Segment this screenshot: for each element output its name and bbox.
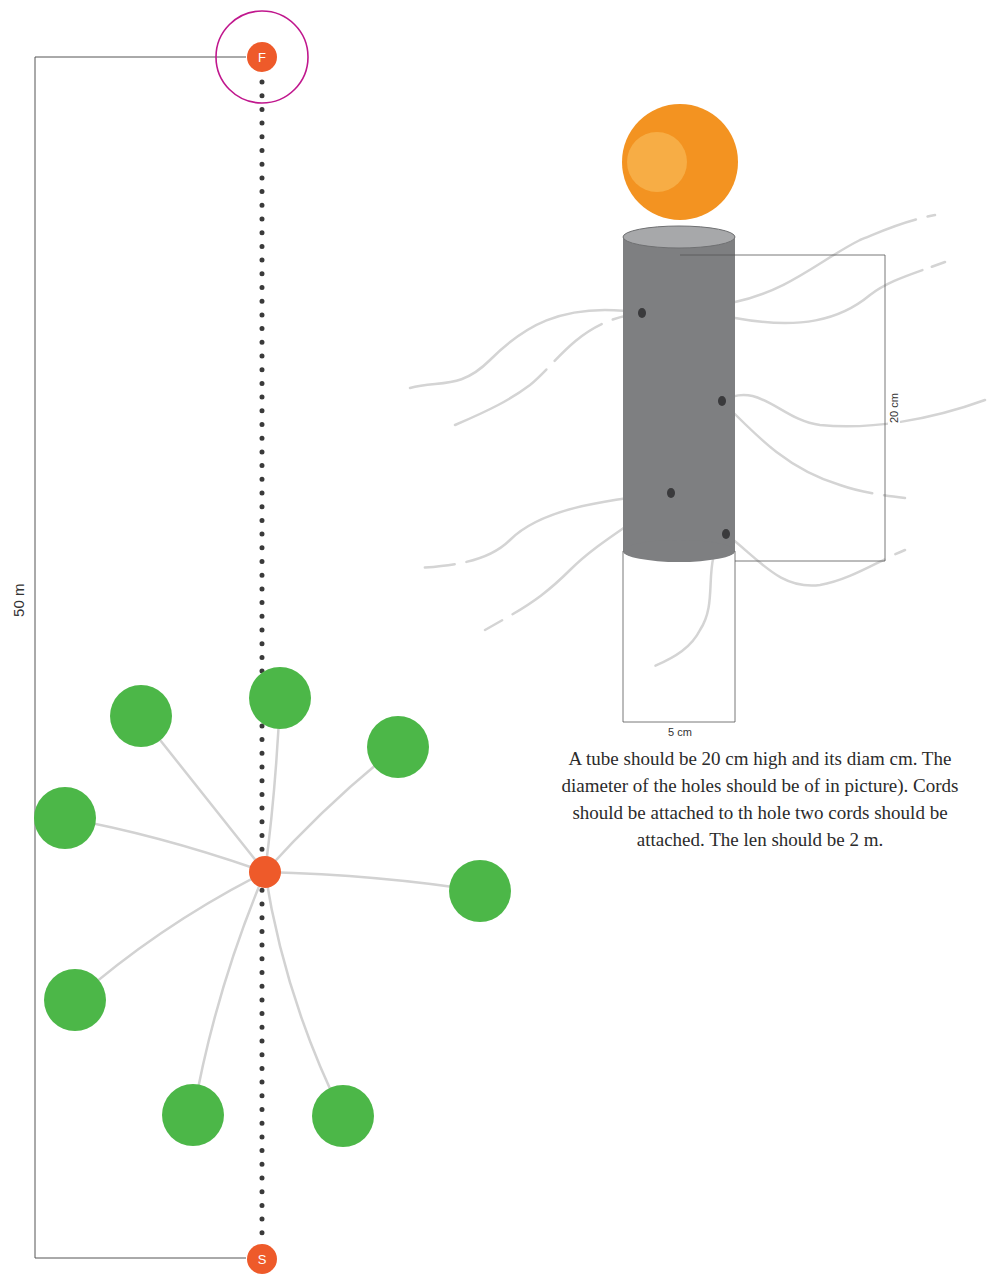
dotted-track [260, 82, 265, 1236]
dimension-label: 20 cm [888, 391, 900, 425]
tube-cords [410, 215, 985, 670]
tube [623, 226, 735, 562]
dimension-label: 50 m [12, 581, 29, 618]
finish-marker: F [247, 42, 277, 72]
green-circles [34, 667, 511, 1147]
highlight-ring [216, 11, 308, 103]
cords [65, 698, 480, 1116]
dimension-bracket [35, 57, 246, 1258]
node-letter: S [258, 1253, 267, 1266]
dimension-lines [623, 255, 885, 722]
start-marker: S [247, 1244, 277, 1274]
instruction-note: A tube should be 20 cm high and its diam… [540, 745, 980, 853]
ball [622, 104, 738, 220]
center-dot [249, 856, 281, 888]
dimension-label: 5 cm [666, 726, 694, 738]
node-letter: F [258, 51, 266, 64]
